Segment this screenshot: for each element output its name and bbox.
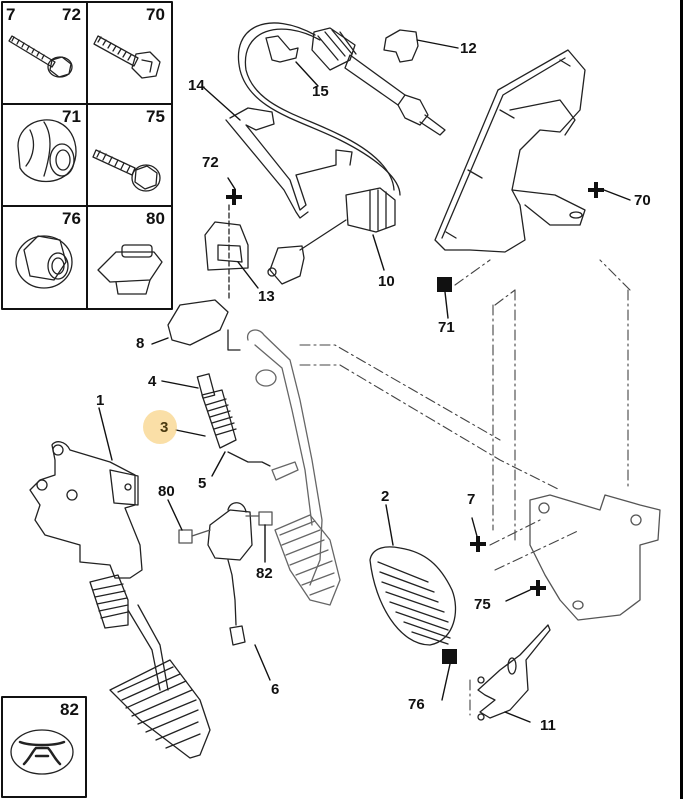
table-label-76: 76 xyxy=(62,209,81,228)
callout-8[interactable]: 8 xyxy=(136,335,145,352)
pedal-arm-middle xyxy=(246,329,341,606)
clip-nut-icon xyxy=(97,244,163,295)
flange-nut-icon xyxy=(15,235,73,289)
callout-10[interactable]: 10 xyxy=(378,273,395,290)
callout-72[interactable]: 72 xyxy=(202,154,219,171)
right-border xyxy=(680,0,683,799)
stop-switch-3 xyxy=(196,373,271,467)
square-marker-71 xyxy=(437,277,452,292)
clutch-cable xyxy=(237,22,446,285)
callout-7[interactable]: 7 xyxy=(467,491,476,508)
cap-8 xyxy=(167,299,241,351)
plus-marker-70 xyxy=(588,182,604,198)
callout-13[interactable]: 13 xyxy=(258,288,275,305)
callout-71[interactable]: 71 xyxy=(438,319,455,336)
callout-4[interactable]: 4 xyxy=(148,373,157,390)
callout-82[interactable]: 82 xyxy=(256,565,273,582)
flange-bolt-icon xyxy=(8,35,73,78)
square-marker-80 xyxy=(178,511,273,544)
highlight-marker xyxy=(143,410,177,444)
table-label-7: 7 xyxy=(6,5,16,24)
callout-14[interactable]: 14 xyxy=(188,77,205,94)
callout-1[interactable]: 1 xyxy=(96,392,105,409)
detail-box-82 xyxy=(1,696,87,798)
callout-12[interactable]: 12 xyxy=(460,40,477,57)
plus-marker-75 xyxy=(530,580,546,596)
table-label-80: 80 xyxy=(146,209,165,228)
clip-13 xyxy=(204,204,249,301)
hex-bolt-icon xyxy=(93,35,161,79)
callout-15[interactable]: 15 xyxy=(312,83,329,100)
sensor-6 xyxy=(207,502,253,646)
table-label-70: 70 xyxy=(146,5,165,24)
clip-15 xyxy=(265,35,299,63)
table-label-71: 71 xyxy=(62,107,81,126)
clip-12 xyxy=(383,29,419,63)
star-washer-icon xyxy=(18,740,66,766)
table-label-75: 75 xyxy=(146,107,165,126)
dome-nut-icon xyxy=(17,119,77,182)
callout-11[interactable]: 11 xyxy=(540,717,556,734)
callout-70[interactable]: 70 xyxy=(634,192,651,209)
assembly-guide-lines xyxy=(299,259,631,716)
callout-80[interactable]: 80 xyxy=(158,483,175,500)
pedal-pad-2 xyxy=(369,546,457,646)
callout-76[interactable]: 76 xyxy=(408,696,425,713)
bracket-lower-right xyxy=(529,494,661,621)
fastener-markers xyxy=(226,182,604,664)
callout-2[interactable]: 2 xyxy=(381,488,390,505)
lever-11 xyxy=(477,624,551,721)
plus-marker-7 xyxy=(470,536,486,552)
callout-75[interactable]: 75 xyxy=(474,596,491,613)
flange-screw-icon xyxy=(92,149,161,192)
square-marker-76 xyxy=(442,649,457,664)
detail-box-label-82: 82 xyxy=(60,700,79,719)
bracket-14 xyxy=(225,107,353,219)
leader-lines xyxy=(98,39,631,723)
table-label-72: 72 xyxy=(62,5,81,24)
callout-6[interactable]: 6 xyxy=(271,681,280,698)
hardware-table xyxy=(1,1,173,310)
pedal-assembly-1 xyxy=(29,441,211,759)
callout-3[interactable]: 3 xyxy=(160,419,169,436)
pedal-box-bracket xyxy=(434,49,586,253)
plus-marker-72 xyxy=(226,189,242,205)
callout-5[interactable]: 5 xyxy=(198,475,207,492)
